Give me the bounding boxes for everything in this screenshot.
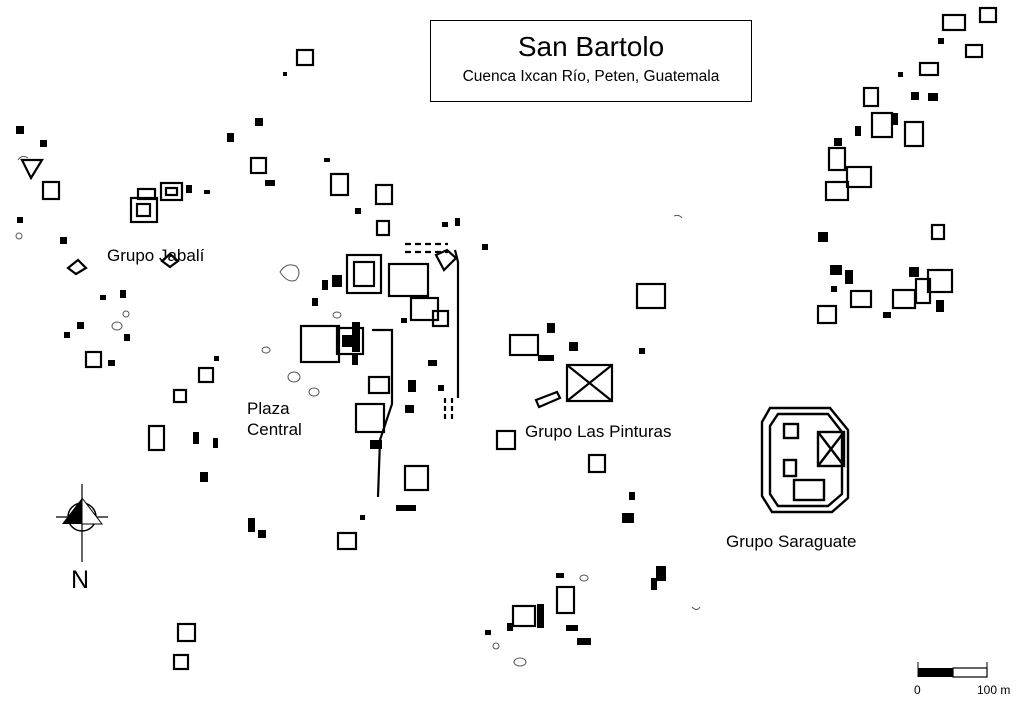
north-arrow	[56, 484, 108, 562]
scale-end-label: 100 m	[977, 683, 1011, 697]
plaza-central-structures	[299, 172, 460, 498]
north-label: N	[71, 566, 90, 594]
map-subtitle: Cuenca Ixcan Río, Peten, Guatemala	[462, 68, 720, 85]
pinturas-details	[482, 244, 666, 645]
small-structures	[16, 72, 365, 538]
label-grupo-saraguate: Grupo Saraguate	[726, 532, 857, 551]
plaza-central-details	[312, 208, 460, 511]
northeast-structures	[816, 6, 998, 325]
grupo-saraguate-structure	[760, 406, 850, 514]
grupo-las-pinturas-structures	[495, 282, 667, 628]
jabali-triangle-structure	[20, 158, 180, 276]
group-jabali-structures	[41, 48, 358, 671]
map-title-box: San Bartolo Cuenca Ixcan Río, Peten, Gua…	[430, 20, 752, 102]
scale-start-label: 0	[914, 683, 921, 697]
label-grupo-las-pinturas: Grupo Las Pinturas	[525, 422, 672, 441]
vegetation-outlines	[15, 155, 701, 667]
scale-bar	[917, 662, 988, 678]
label-grupo-jabali: Grupo Jabalí	[107, 246, 205, 265]
northeast-details	[818, 38, 944, 318]
map-title: San Bartolo	[517, 31, 665, 62]
label-plaza-central: Plaza Central	[247, 399, 302, 439]
